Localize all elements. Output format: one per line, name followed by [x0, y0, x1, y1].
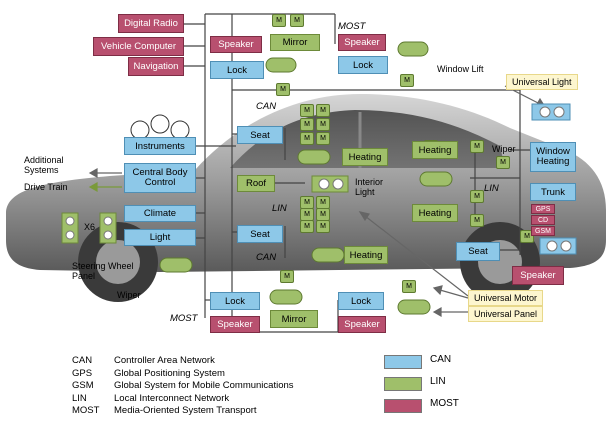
instruments-box: Instruments [124, 137, 196, 155]
wiper-label-right: Wiper [492, 144, 516, 154]
speaker-box-bottom-left: Speaker [210, 316, 260, 333]
abbreviation-definition: Global Positioning System [114, 367, 225, 379]
most-label-top: MOST [338, 21, 366, 32]
additional-systems-label: Additional Systems [24, 155, 64, 175]
motor-icon: M [316, 132, 330, 145]
seat-box-right: Seat [456, 242, 500, 261]
trunk-box: Trunk [530, 183, 576, 201]
component-icons [61, 41, 577, 315]
heating-box-right-upper: Heating [412, 141, 458, 159]
motor-icon: M [470, 140, 484, 153]
lin-label-right: LIN [484, 183, 499, 194]
vehicle-computer-box: Vehicle Computer [93, 37, 184, 56]
legend-swatch [384, 377, 422, 391]
motor-icon: M [316, 104, 330, 117]
motor-icon: M [300, 196, 314, 209]
motor-icon: M [400, 74, 414, 87]
motor-icon: M [520, 230, 534, 243]
most-label-bottom: MOST [170, 313, 198, 324]
abbreviation-term: GSM [72, 380, 94, 391]
gps-box: GPS [531, 204, 555, 214]
motor-icon: M [496, 156, 510, 169]
speaker-box-top-right: Speaker [338, 34, 386, 51]
wiper-label-left: Wiper [117, 290, 141, 300]
motor-icon: M [300, 220, 314, 233]
digital-radio-box: Digital Radio [118, 14, 184, 33]
abbreviation-term: CAN [72, 355, 93, 366]
motor-icon: M [470, 190, 484, 203]
motor-icon: M [300, 104, 314, 117]
mirror-box-top: Mirror [270, 34, 320, 51]
abbreviation-term: GPS [72, 367, 93, 379]
abbreviation-definition: Global System for Mobile Communications [114, 380, 294, 391]
heating-box-right-lower: Heating [412, 204, 458, 222]
motor-icon: M [316, 220, 330, 233]
legend-label: CAN [430, 354, 452, 365]
motor-icon: M [300, 208, 314, 221]
legend-swatch [384, 399, 422, 413]
navigation-box: Navigation [128, 57, 184, 76]
motor-icon: M [300, 132, 314, 145]
interior-light-label: Interior Light [355, 177, 384, 197]
central-body-control-box: Central Body Control [124, 163, 196, 193]
seat-box-lower: Seat [237, 225, 283, 243]
abbreviation-definition: Local Interconnect Network [114, 392, 230, 404]
abbreviation-term: LIN [72, 392, 87, 404]
lock-box-top-right: Lock [338, 56, 388, 74]
motor-icon: M [402, 280, 416, 293]
abbreviation-term: MOST [72, 405, 100, 416]
motor-icon: M [290, 14, 304, 27]
heating-box-lower: Heating [344, 246, 388, 264]
can-label-lower: CAN [256, 252, 277, 263]
abbreviation-definition: Media-Oriented System Transport [114, 405, 257, 416]
lin-label-left: LIN [272, 203, 287, 214]
motor-icon: M [300, 118, 314, 131]
abbreviation-row: MOST Media-Oriented System Transport [72, 405, 257, 416]
speaker-box-bottom-mid: Speaker [338, 316, 386, 333]
lock-box-bottom-left: Lock [210, 292, 260, 310]
drive-train-label: Drive Train [24, 182, 68, 192]
cd-box: CD [531, 215, 555, 225]
abbreviation-row: GSM Global System for Mobile Communicatio… [72, 380, 294, 391]
seat-box-upper: Seat [237, 126, 283, 144]
motor-icon: M [276, 83, 290, 96]
motor-icon: M [470, 214, 484, 227]
bus-lines [183, 13, 530, 333]
universal-light-callout: Universal Light [506, 74, 578, 90]
lock-box-bottom-right: Lock [338, 292, 384, 310]
mirror-box-bottom: Mirror [270, 310, 318, 328]
window-lift-label: Window Lift [437, 64, 484, 74]
steering-wheel-panel-label: Steering Wheel Panel [72, 261, 134, 281]
legend-swatch [384, 355, 422, 369]
heating-box-upper: Heating [342, 148, 388, 166]
abbreviation-row: LIN Local Interconnect Network [72, 393, 229, 404]
motor-icon: M [316, 118, 330, 131]
abbreviation-row: GPS Global Positioning System [72, 368, 225, 379]
window-heating-box: Window Heating [530, 142, 576, 172]
universal-motor-callout: Universal Motor [468, 290, 544, 306]
abbreviation-definition: Controller Area Network [114, 355, 215, 366]
speaker-box-top: Speaker [210, 36, 262, 53]
climate-box: Climate [124, 205, 196, 222]
universal-panel-callout: Universal Panel [468, 306, 544, 322]
roof-box: Roof [237, 175, 275, 192]
speaker-box-right: Speaker [512, 266, 564, 285]
motor-icon: M [280, 270, 294, 283]
motor-icon: M [272, 14, 286, 27]
lock-box-top-left: Lock [210, 61, 264, 79]
gsm-box: GSM [531, 226, 555, 236]
legend-label: LIN [430, 376, 446, 387]
legend-label: MOST [430, 398, 459, 409]
x6-label: X6 [84, 222, 96, 232]
abbreviation-row: CAN Controller Area Network [72, 355, 215, 366]
light-box: Light [124, 229, 196, 246]
can-label-upper: CAN [256, 101, 277, 112]
